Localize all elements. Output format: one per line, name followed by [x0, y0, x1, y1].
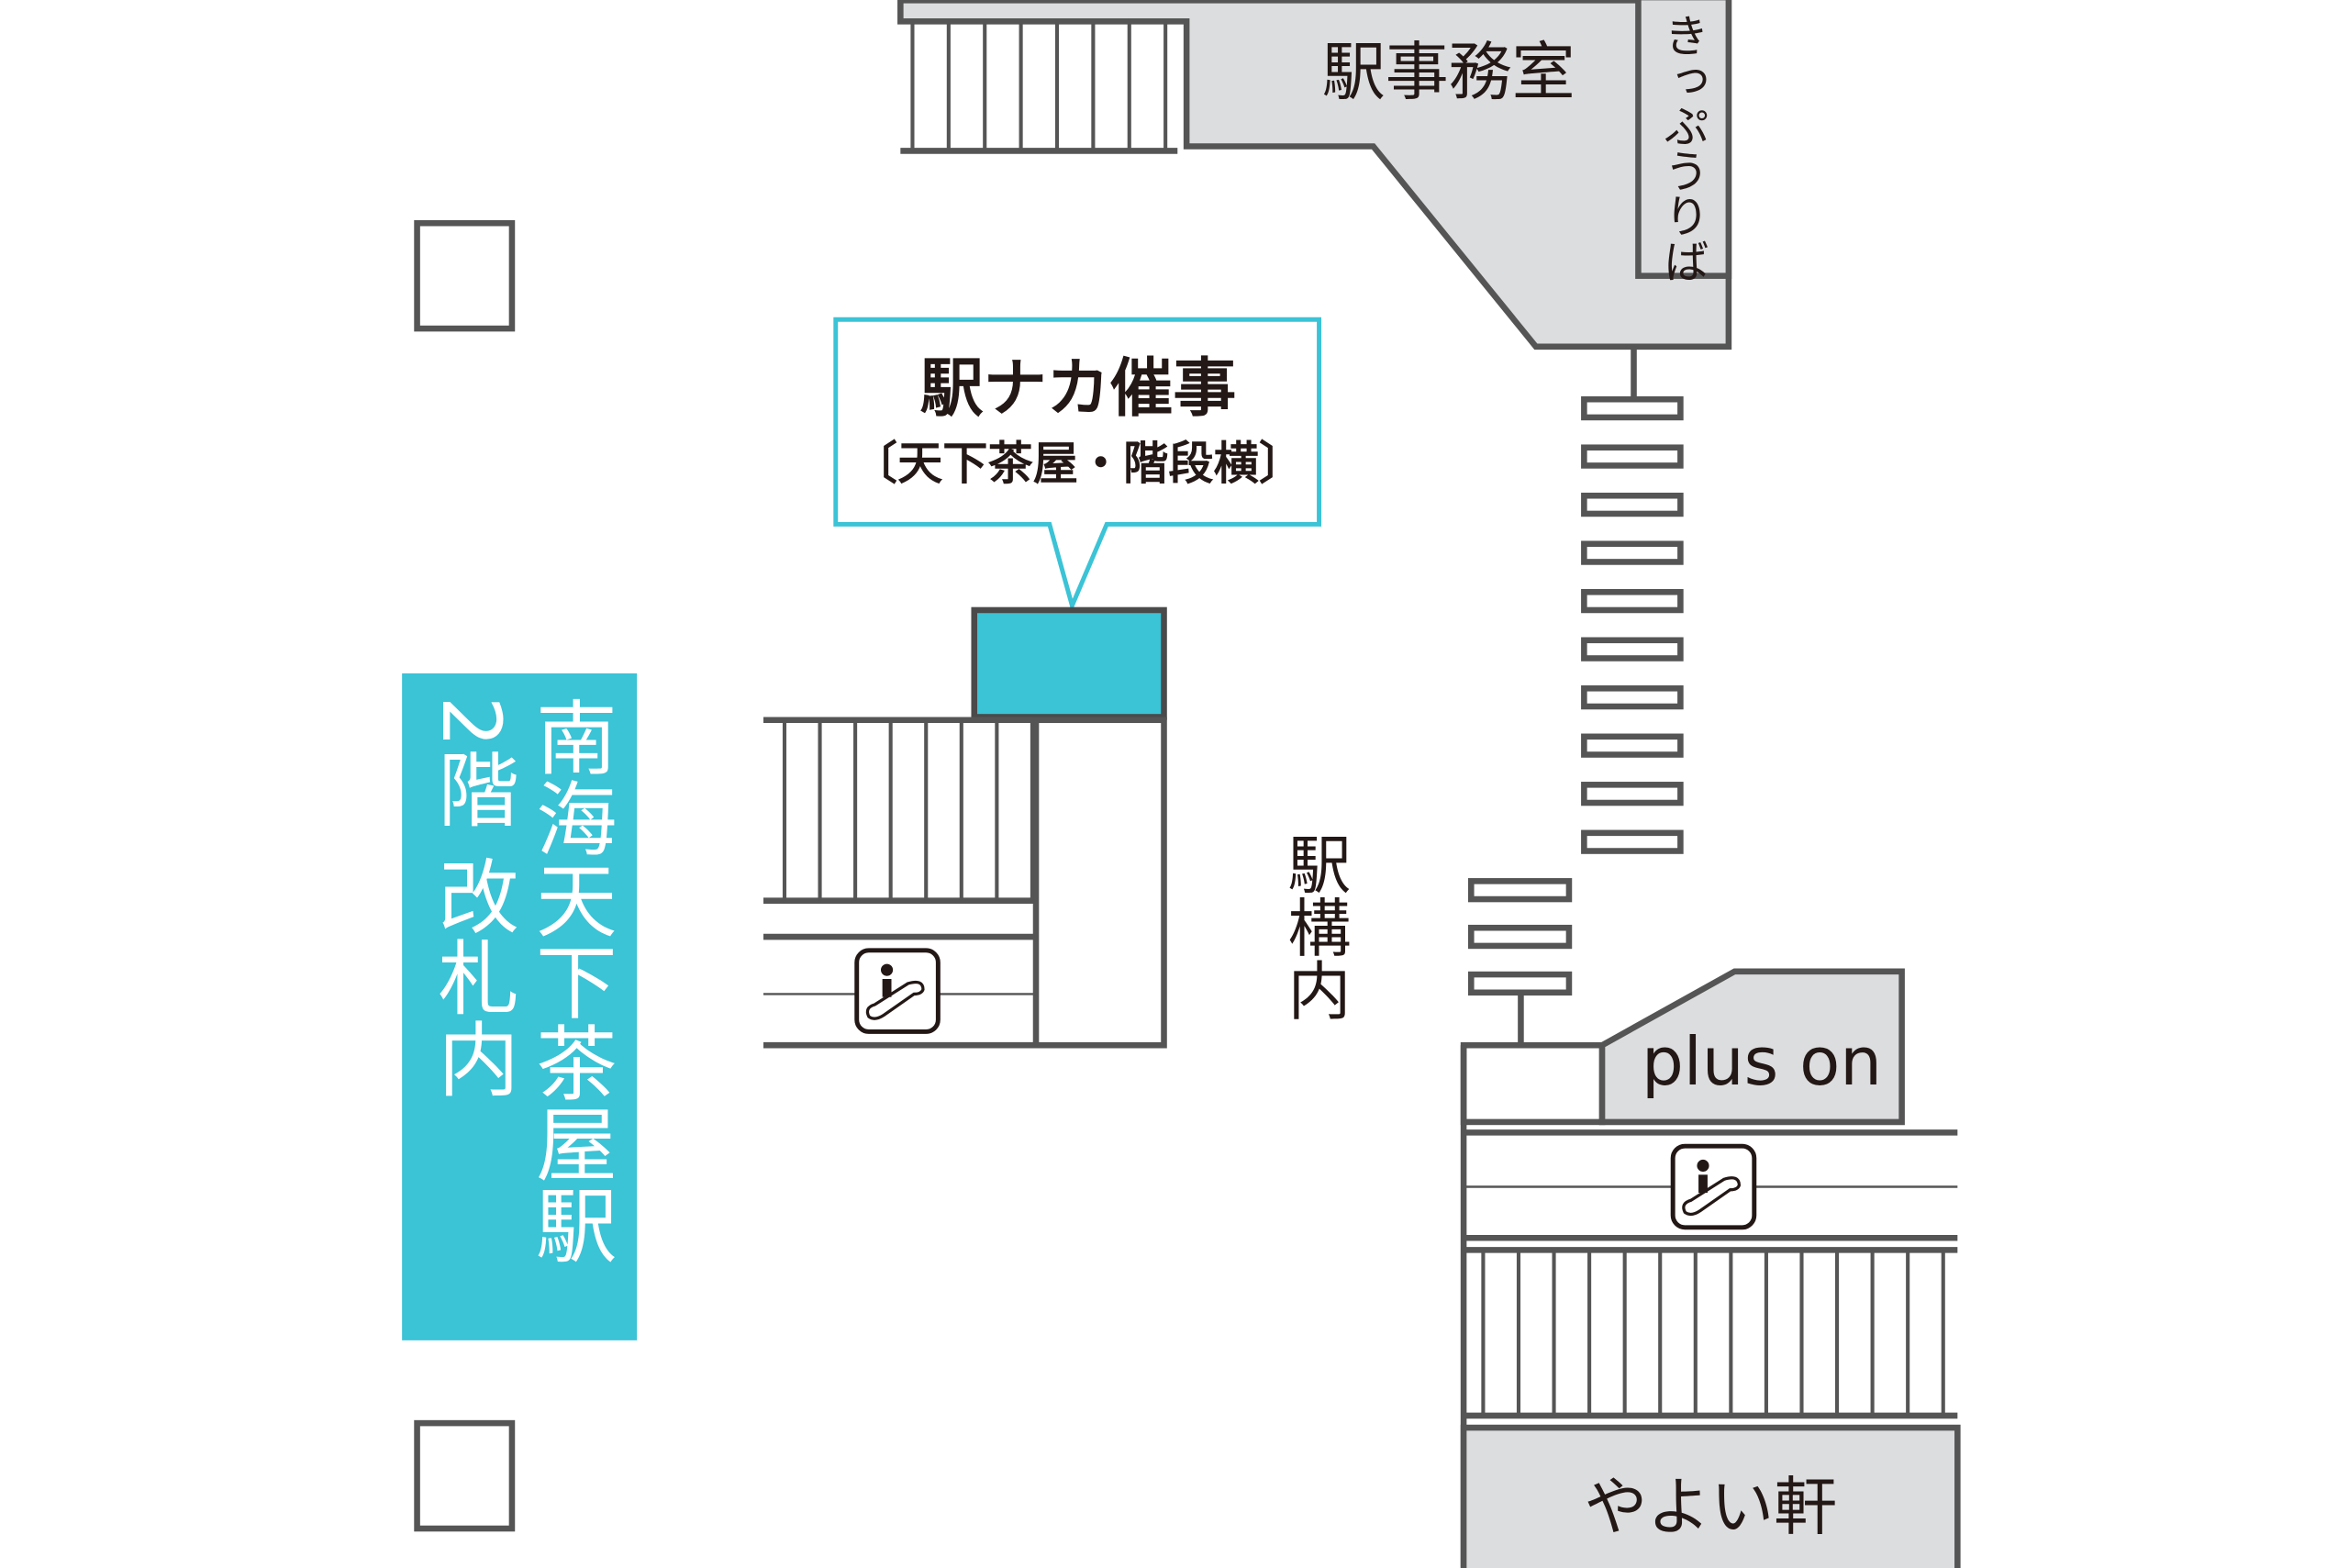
ladder-rung [1581, 637, 1684, 662]
station-office-room [897, 0, 1732, 350]
plus-on-label: plus on [1642, 1024, 1882, 1101]
station-title-block [402, 673, 638, 1340]
ladder-rung [1581, 685, 1684, 710]
yayoiken-shop [1460, 1424, 1961, 1568]
escalator-icon [1670, 1143, 1757, 1230]
escalator-icon [854, 948, 941, 1034]
station-title: 南海天下茶屋駅 [522, 696, 617, 1265]
ladder-rung [1581, 733, 1684, 758]
top-stairs [900, 21, 1178, 154]
ladder-rung [1468, 878, 1573, 903]
event-callout: 駅ナカ催事 〔天下茶屋・階段横〕 [833, 317, 1321, 613]
ladder-rung [1468, 924, 1573, 950]
small-room [1460, 1041, 1606, 1126]
pillar [414, 1419, 516, 1532]
ticket-counter-label: きっぷうりば [1657, 12, 1710, 283]
plus-on-shop [1598, 968, 1905, 1126]
ladder-rung [1581, 829, 1684, 854]
floor-label: 2階 改札内 [424, 696, 518, 1099]
ladder-rung [1581, 782, 1684, 806]
station-office-label: 駅事務室 [1322, 36, 1575, 109]
ladder-rung [1581, 492, 1684, 517]
callout-title: 駅ナカ催事 [920, 352, 1237, 426]
ladder-path [1468, 346, 1684, 1046]
callout-subtitle: 〔天下茶屋・階段横〕 [852, 437, 1304, 490]
concourse-label: 駅構内 [1276, 831, 1350, 1021]
event-space [971, 606, 1167, 720]
ladder-rung [1581, 444, 1684, 469]
ladder-rung [1581, 588, 1684, 614]
yayoiken-label: やよい軒 [1584, 1471, 1837, 1544]
ladder-rung [1468, 971, 1573, 996]
ladder-rung [1581, 395, 1684, 421]
ladder-rung [1581, 540, 1684, 565]
ticket-counter-room [1635, 0, 1732, 279]
left-stairs [763, 717, 1167, 1049]
pillar [414, 219, 516, 332]
